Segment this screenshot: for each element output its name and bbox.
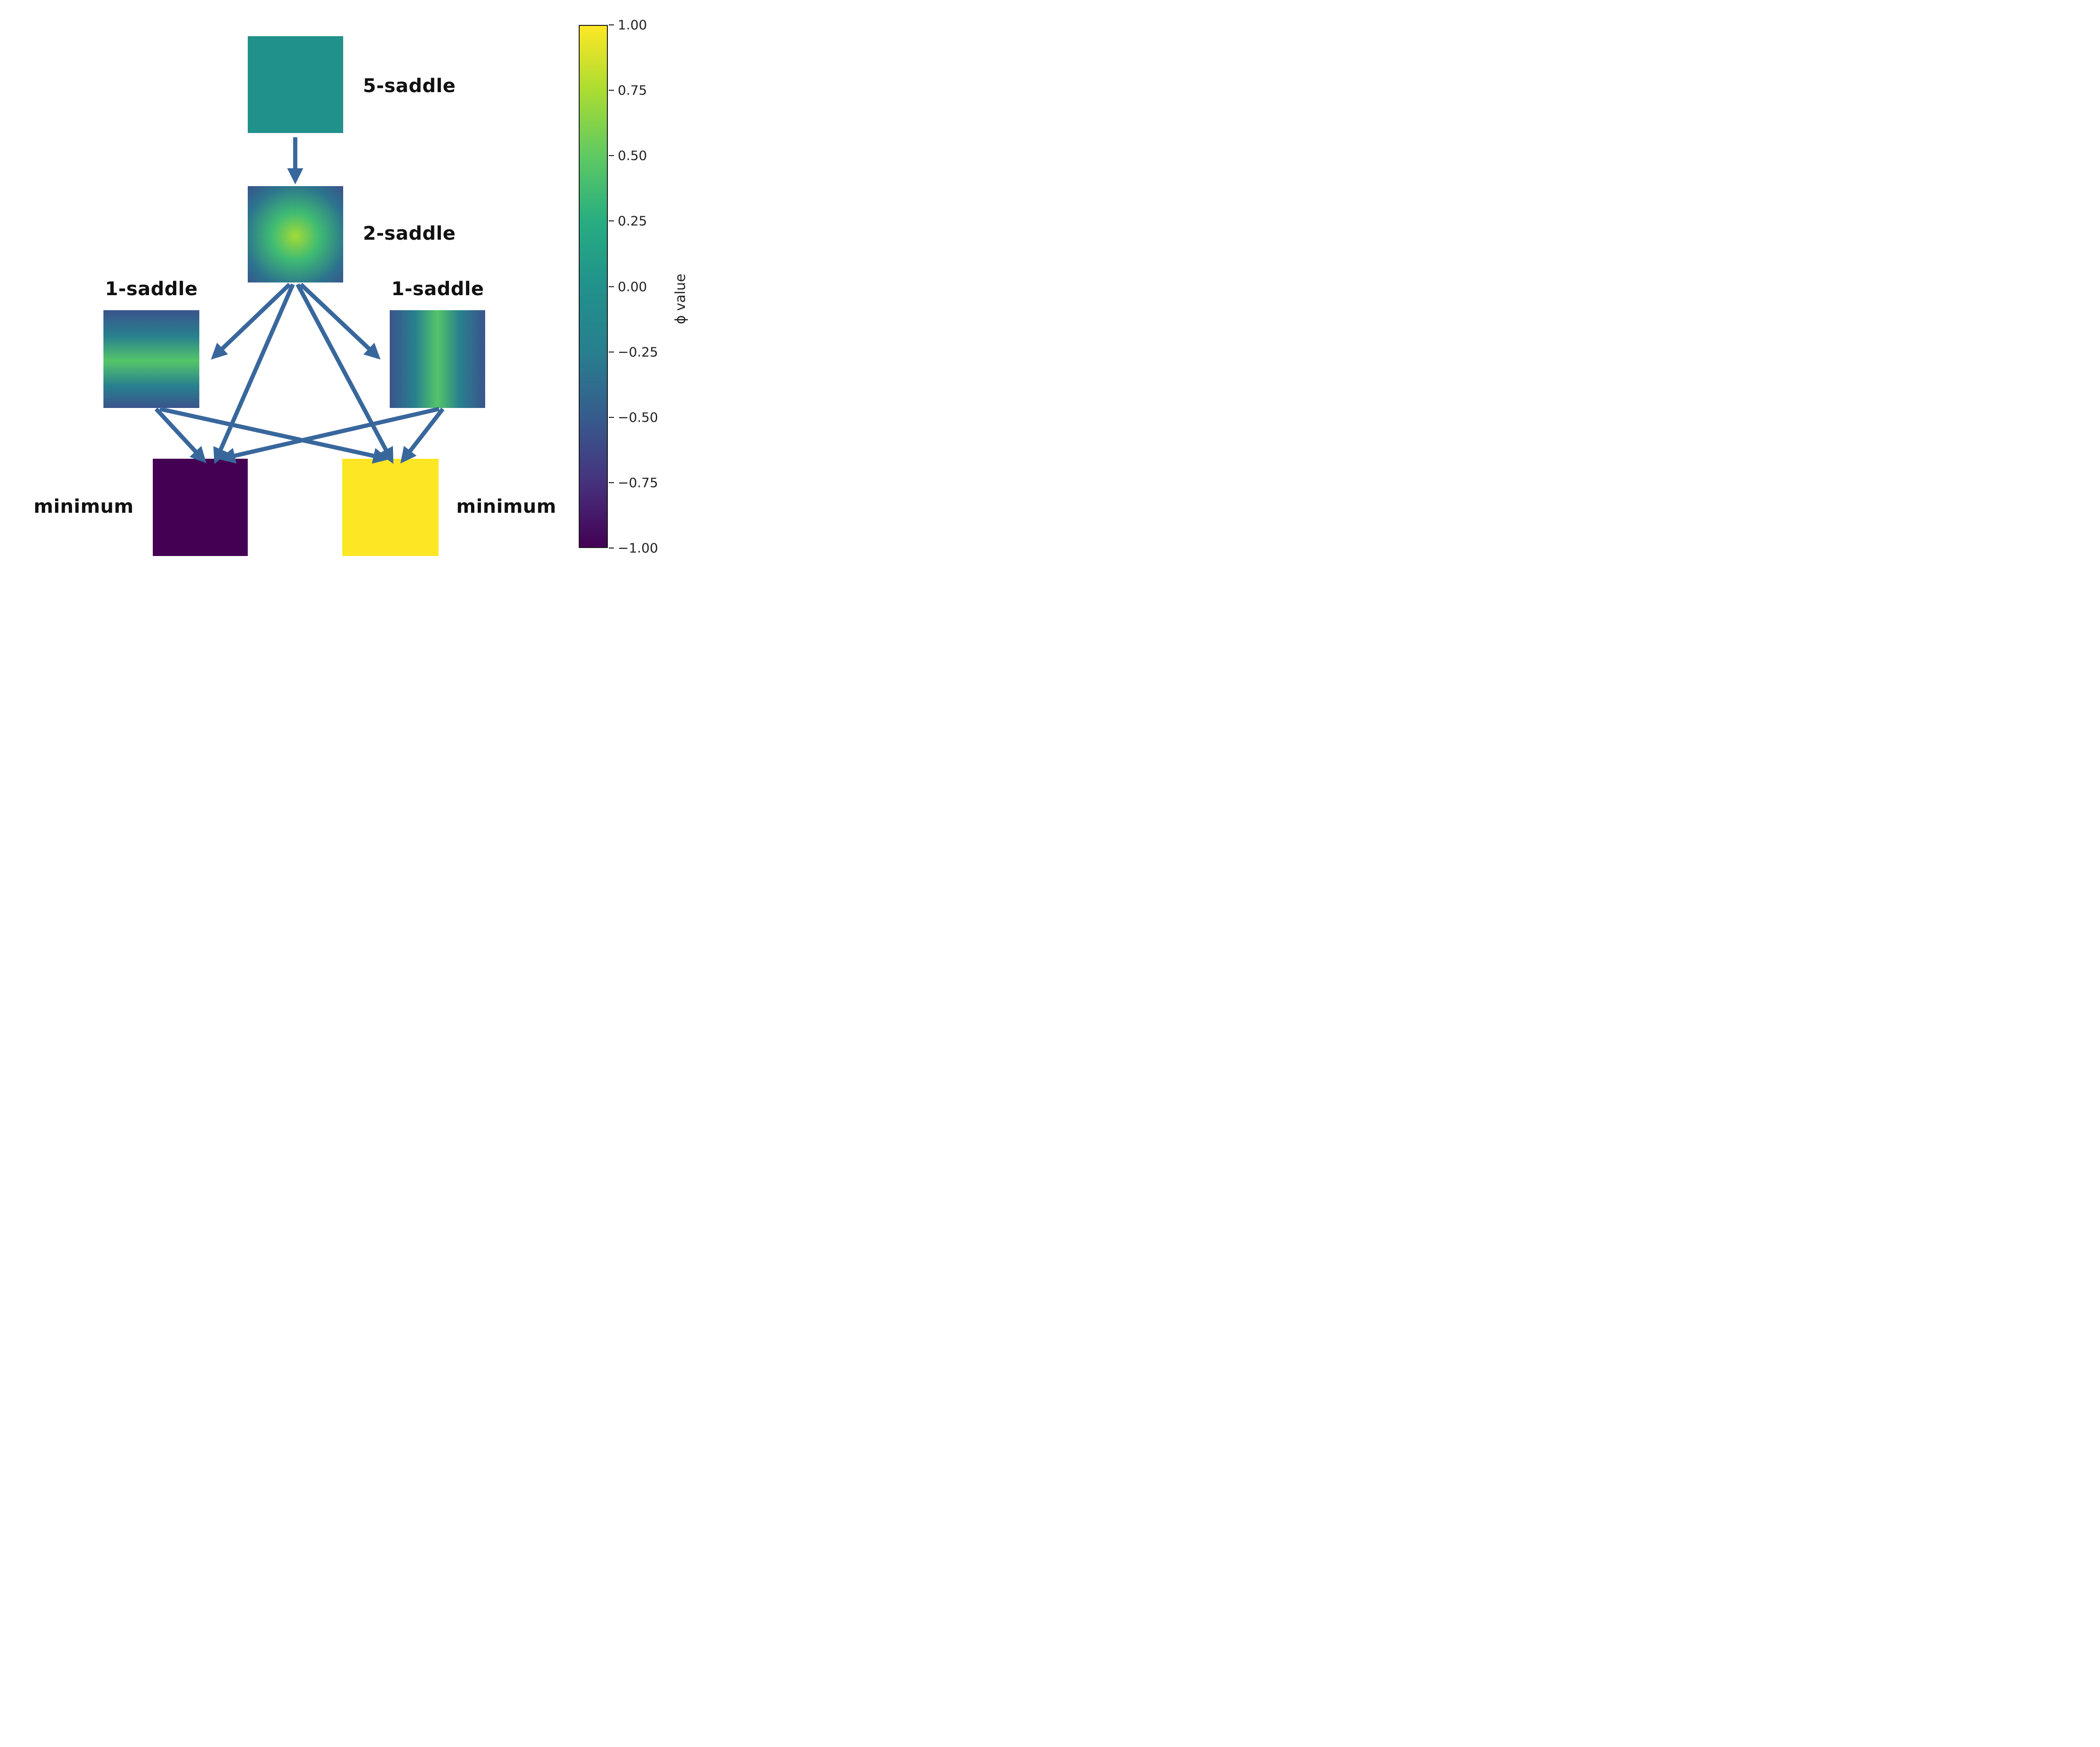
colorbar-tick-label: 1.00 <box>618 17 647 33</box>
colorbar-tick-label: 0.00 <box>618 279 647 294</box>
colorbar-axis-label: ϕ value <box>672 274 688 324</box>
arrow-2saddle-to-min-right <box>296 283 393 464</box>
heatmap-minimum-right <box>342 459 439 556</box>
label-minimum-right: minimum <box>456 496 557 517</box>
heatmap-1-saddle-left <box>103 310 199 408</box>
arrow-1saddle-right-to-min-right <box>400 407 445 464</box>
colorbar-tick-mark <box>609 351 614 353</box>
colorbar-tick-mark <box>609 416 614 418</box>
label-1-saddle-right: 1-saddle <box>391 278 484 300</box>
heatmap-minimum-left <box>153 459 248 556</box>
label-1-saddle-left: 1-saddle <box>105 278 198 300</box>
colorbar-tick-mark <box>609 155 614 157</box>
colorbar-tick-label: −0.50 <box>618 409 658 425</box>
label-5-saddle: 5-saddle <box>363 75 456 97</box>
colorbar-tick-mark <box>609 90 614 91</box>
colorbar-tick-mark <box>609 24 614 25</box>
arrow-1saddle-left-to-min-right <box>159 407 390 464</box>
colorbar-tick-label: −0.25 <box>618 344 658 360</box>
arrow-2saddle-to-1saddle-left <box>211 282 291 360</box>
colorbar-tick-label: 0.25 <box>618 213 647 229</box>
heatmap-1-saddle-right <box>390 310 485 408</box>
colorbar-tick-mark <box>609 482 614 483</box>
figure-canvas: 5-saddle 2-saddle 1-saddle 1-saddle mini… <box>0 0 700 582</box>
heatmap-2-saddle <box>248 186 343 282</box>
heatmap-5-saddle <box>248 36 343 133</box>
colorbar-tick-mark <box>609 220 614 222</box>
colorbar-tick-mark <box>609 286 614 287</box>
colorbar-tick-label: −1.00 <box>618 540 658 556</box>
colorbar-tick-label: −0.75 <box>618 475 658 491</box>
label-2-saddle: 2-saddle <box>363 223 456 244</box>
arrow-2saddle-to-min-left <box>213 283 295 464</box>
colorbar-tick-label: 0.50 <box>618 148 647 164</box>
arrow-1saddle-left-to-min-left <box>154 407 206 463</box>
colorbar-gradient <box>579 25 608 548</box>
arrow-1saddle-right-to-min-left <box>219 407 440 464</box>
label-minimum-left: minimum <box>33 496 134 517</box>
colorbar-tick-label: 0.75 <box>618 82 647 98</box>
arrow-2saddle-to-1saddle-right <box>299 282 381 360</box>
